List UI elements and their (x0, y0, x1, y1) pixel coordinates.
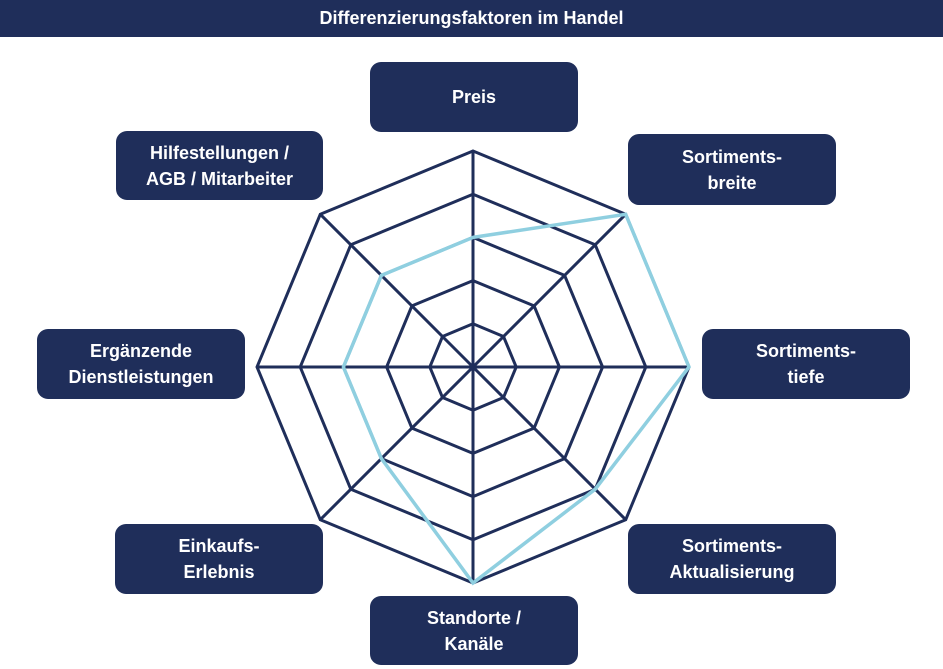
axis-label-preis: Preis (370, 62, 578, 132)
axis-label-standorte-kanaele: Standorte / Kanäle (370, 596, 578, 665)
axis-line-1 (471, 213, 627, 369)
chart-title: Differenzierungsfaktoren im Handel (0, 0, 943, 37)
axis-label-sortimentstiefe: Sortiments- tiefe (702, 329, 910, 399)
radar-series (341, 212, 692, 586)
radar-axes (257, 151, 689, 583)
axis-label-hilfestellungen: Hilfestellungen / AGB / Mitarbeiter (116, 131, 323, 200)
axis-line-3 (471, 365, 627, 521)
axis-label-sortimentsbreite: Sortiments- breite (628, 134, 836, 205)
axis-label-sortimentsaktualisierung: Sortiments- Aktualisierung (628, 524, 836, 594)
axis-line-7 (319, 213, 475, 369)
series-line-0 (341, 212, 692, 586)
axis-label-einkaufserlebnis: Einkaufs- Erlebnis (115, 524, 323, 594)
axis-line-5 (319, 365, 475, 521)
axis-label-ergaenzende-dienstleistungen: Ergänzende Dienstleistungen (37, 329, 245, 399)
